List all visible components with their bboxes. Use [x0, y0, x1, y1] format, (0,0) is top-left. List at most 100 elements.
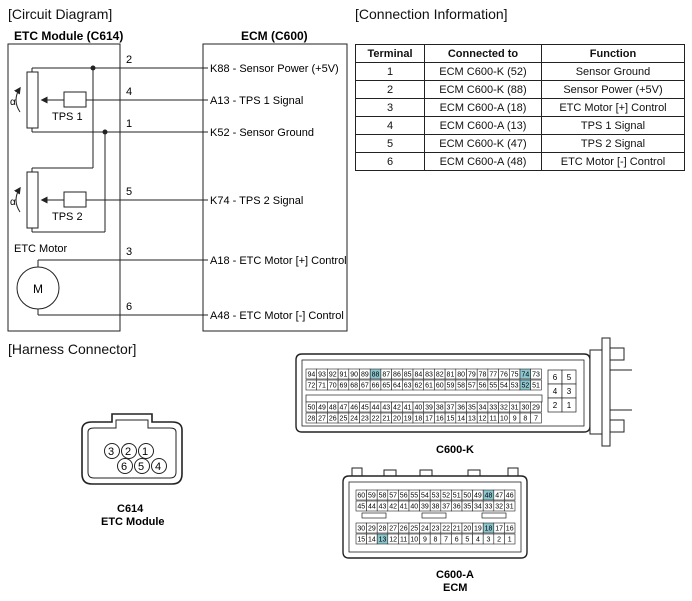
connector-side-pin-number: 1 [567, 401, 572, 410]
circuit-diagram-heading: [Circuit Diagram] [8, 6, 113, 22]
connection-info-heading: [Connection Information] [355, 6, 508, 22]
wire-sensor-power: 2 K88 - Sensor Power (+5V) [93, 54, 339, 75]
c600a-description: ECM [443, 582, 467, 594]
connector-pin-number: 25 [340, 416, 348, 423]
connector-pin-number: 20 [393, 416, 401, 423]
connector-pin-number: 14 [368, 537, 376, 544]
wire-number-4: 4 [126, 86, 132, 98]
connector-pin-number: 54 [421, 493, 429, 500]
connector-pin-number: 25 [410, 526, 418, 533]
connector-pin-number: 19 [474, 526, 482, 533]
connector-pin-number: 38 [436, 405, 444, 412]
connector-pin-number: 9 [513, 416, 517, 423]
connector-pin-number: 56 [400, 493, 408, 500]
connector-pin-number: 39 [421, 504, 429, 511]
table-cell: TPS 2 Signal [541, 134, 685, 153]
connector-pin-number: 7 [444, 537, 448, 544]
connector-pin-number: 46 [506, 493, 514, 500]
connector-pin-number: 12 [479, 416, 487, 423]
ecm-pin-k74-label: K74 - TPS 2 Signal [210, 195, 303, 207]
connector-pin-number: 43 [382, 405, 390, 412]
connector-pin-number: 61 [425, 383, 433, 390]
connector-pin-number: 17 [495, 526, 503, 533]
connector-pin-number: 10 [410, 537, 418, 544]
connector-pin-number: 90 [350, 372, 358, 379]
connector-pin-number: 88 [372, 372, 380, 379]
connector-pin-number: 44 [372, 405, 380, 412]
connector-pin-number: 48 [485, 493, 493, 500]
connector-pin-number: 43 [379, 504, 387, 511]
tps2-alpha-symbol: α [10, 197, 16, 208]
table-cell: TPS 1 Signal [541, 116, 685, 135]
connector-pin-number: 65 [382, 383, 390, 390]
c614-pin-2: 2 [125, 446, 131, 458]
wire-number-3: 3 [126, 246, 132, 258]
connector-pin-cell [504, 533, 516, 545]
connector-pin-number: 27 [389, 526, 397, 533]
wire-tps2-signal: 5 K74 - TPS 2 Signal [86, 186, 303, 207]
ecm-pin-a13-label: A13 - TPS 1 Signal [210, 95, 303, 107]
connection-table-header-row: Terminal Connected to Function [355, 44, 685, 63]
motor-symbol: M [33, 282, 43, 296]
connector-pin-cell [530, 401, 542, 413]
connector-pin-number: 30 [357, 526, 365, 533]
connector-pin-number: 49 [318, 405, 326, 412]
connector-pin-number: 48 [329, 405, 337, 412]
connector-pin-number: 16 [506, 526, 514, 533]
connector-pin-number: 62 [414, 383, 422, 390]
connector-pin-number: 23 [432, 526, 440, 533]
connector-pin-number: 34 [474, 504, 482, 511]
etc-module-title: ETC Module (C614) [14, 29, 123, 43]
connector-side-pin-number: 4 [553, 387, 558, 396]
connector-pin-number: 80 [457, 372, 465, 379]
wire-number-6: 6 [126, 301, 132, 313]
wire-motor-minus: 6 A48 - ETC Motor [-] Control [126, 301, 344, 322]
connector-side-pin-number: 6 [553, 373, 558, 382]
connector-pin-number: 29 [532, 405, 540, 412]
ecm-pin-k52-label: K52 - Sensor Ground [210, 127, 314, 139]
ecm-pin-a48-label: A48 - ETC Motor [-] Control [210, 310, 344, 322]
connector-pin-number: 5 [465, 537, 469, 544]
connector-pin-number: 1 [508, 537, 512, 544]
connector-pin-number: 35 [468, 405, 476, 412]
connector-pin-number: 20 [463, 526, 471, 533]
connector-pin-number: 22 [442, 526, 450, 533]
connector-pin-number: 21 [453, 526, 461, 533]
connector-pin-number: 59 [447, 383, 455, 390]
connector-pin-number: 11 [400, 537, 407, 544]
connector-pin-number: 21 [382, 416, 390, 423]
connector-pin-cell [530, 368, 542, 380]
etc-motor: ETC Motor M [14, 243, 208, 316]
connector-pin-number: 42 [389, 504, 397, 511]
connector-pin-number: 15 [357, 537, 365, 544]
connector-pin-number: 33 [489, 405, 497, 412]
table-cell: Sensor Power (+5V) [541, 80, 685, 99]
connector-pin-number: 49 [474, 493, 482, 500]
connector-pin-cell [504, 522, 516, 534]
connector-pin-number: 6 [455, 537, 459, 544]
wire-motor-plus: 3 A18 - ETC Motor [+] Control [126, 246, 347, 267]
connector-pin-number: 47 [340, 405, 348, 412]
connector-side-pin-number: 2 [553, 401, 558, 410]
connector-pin-number: 8 [523, 416, 527, 423]
c614-name: C614 [117, 503, 144, 515]
column-header-function: Function [541, 44, 685, 63]
wire-number-1: 1 [126, 118, 132, 130]
connector-pin-cell [530, 379, 542, 391]
connector-pin-number: 26 [400, 526, 408, 533]
ecm-pin-k88-label: K88 - Sensor Power (+5V) [210, 63, 339, 75]
connector-pin-number: 53 [432, 493, 440, 500]
tps2-label: TPS 2 [52, 211, 83, 223]
connector-pin-number: 73 [532, 372, 540, 379]
connector-pin-number: 60 [357, 493, 365, 500]
connector-pin-number: 38 [432, 504, 440, 511]
connector-pin-number: 12 [389, 537, 397, 544]
connector-pin-number: 9 [423, 537, 427, 544]
c614-pin-6: 6 [121, 461, 127, 473]
